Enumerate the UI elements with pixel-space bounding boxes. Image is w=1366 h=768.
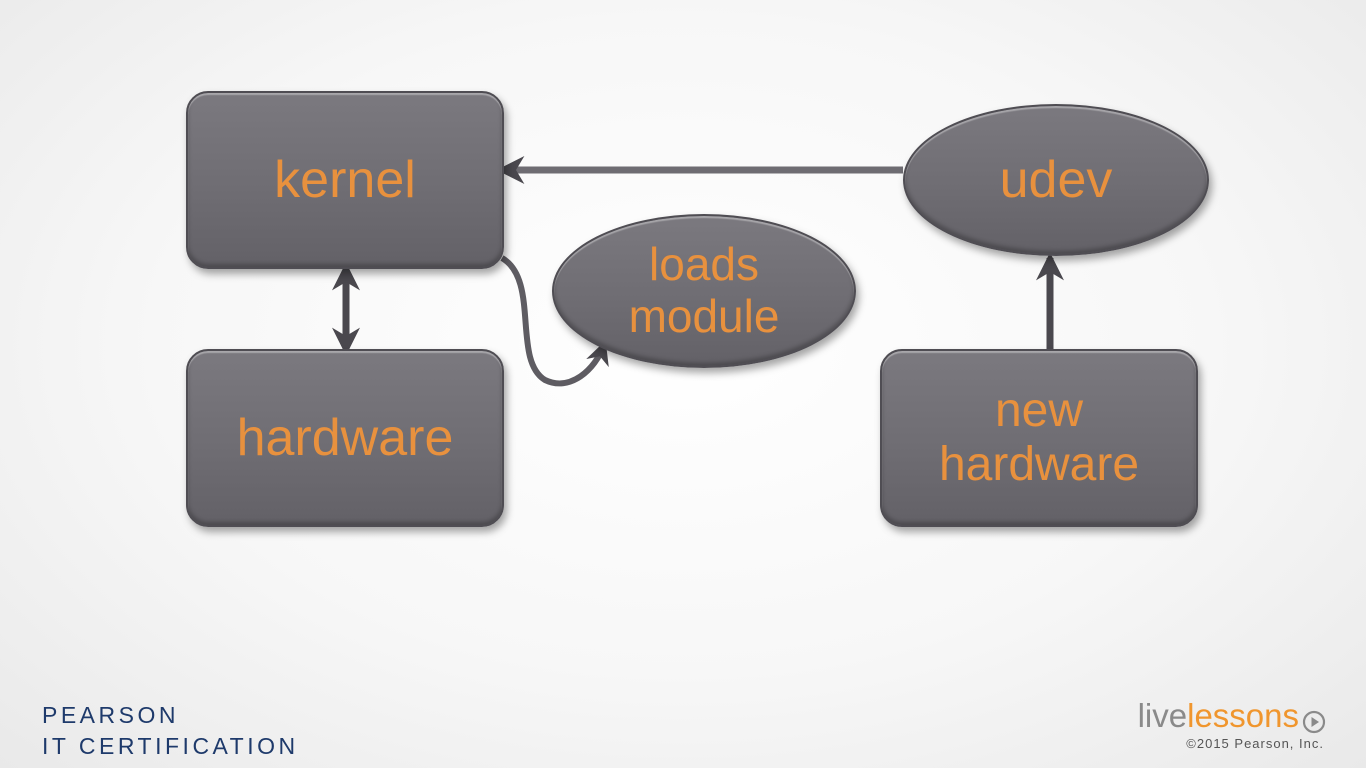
udev-label: udev xyxy=(999,150,1113,209)
loads-module-label-line2: module xyxy=(628,290,780,342)
loads-module-node: loads module xyxy=(552,214,856,368)
kernel-node: kernel xyxy=(186,91,504,269)
new-hardware-label-line1: new xyxy=(994,384,1084,438)
new-hardware-label-line2: hardware xyxy=(938,438,1140,491)
kernel-label: kernel xyxy=(274,150,416,209)
play-circle-icon xyxy=(1302,705,1326,734)
copyright-text: ©2015 Pearson, Inc. xyxy=(1186,736,1324,751)
pearson-wordmark: PEARSON xyxy=(42,702,179,728)
hardware-node: hardware xyxy=(186,349,504,527)
it-certification-wordmark: IT CERTIFICATION xyxy=(42,733,299,759)
livelessons-lessons-text: lessons xyxy=(1187,697,1299,734)
udev-node: udev xyxy=(903,104,1209,256)
hardware-label: hardware xyxy=(236,408,454,467)
livelessons-live-text: live xyxy=(1137,697,1188,734)
new-hardware-node: new hardware xyxy=(880,349,1198,527)
pearson-logo: PEARSON IT CERTIFICATION xyxy=(42,700,299,762)
loads-module-label-line1: loads xyxy=(649,238,759,291)
